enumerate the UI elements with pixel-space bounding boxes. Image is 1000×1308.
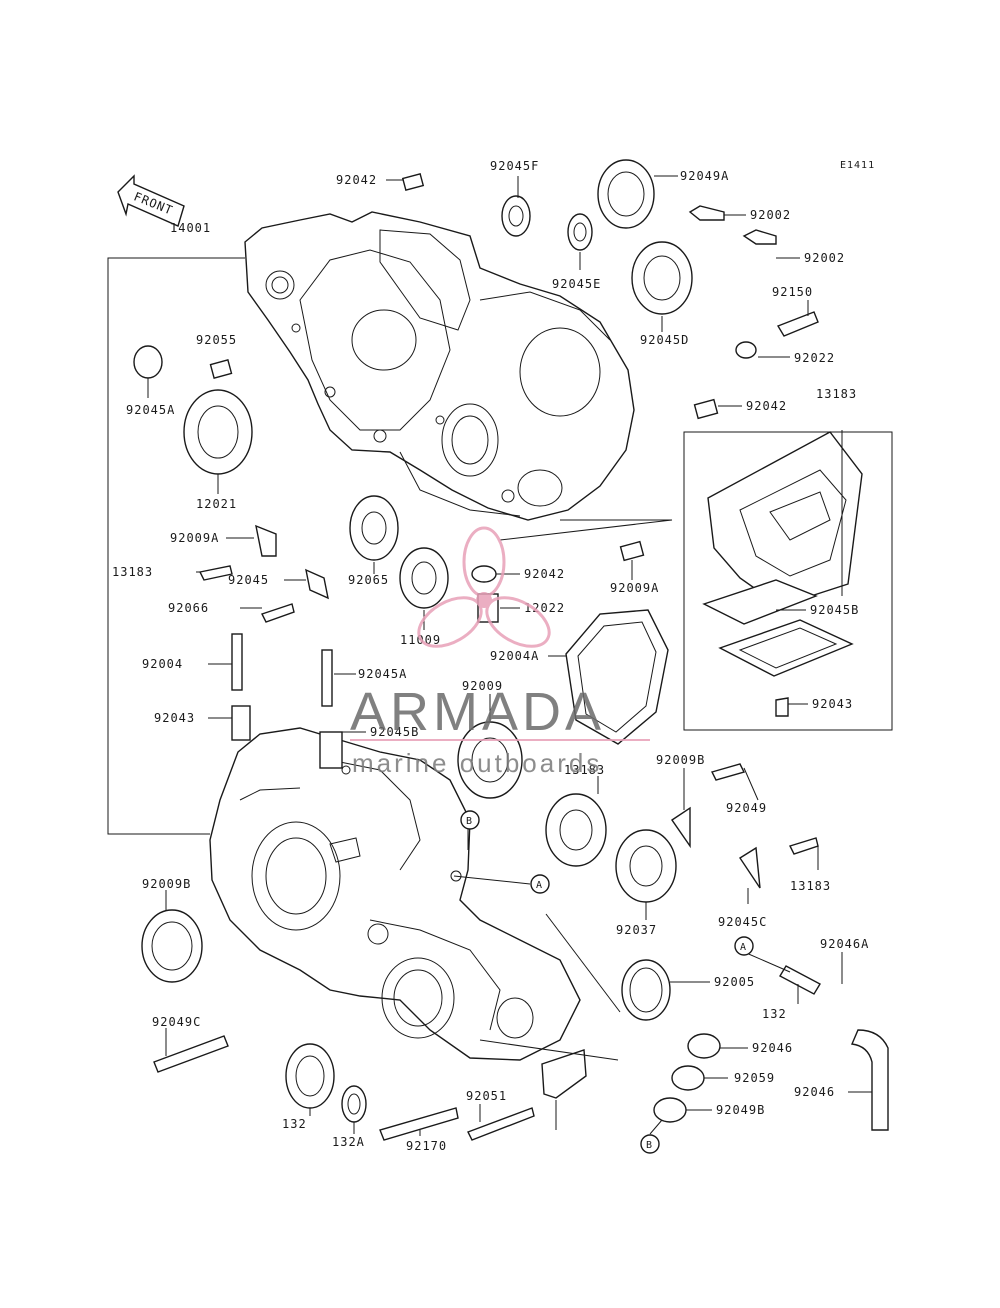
part-label: 92002 [804,251,845,265]
part-label: 92022 [794,351,835,365]
svg-text:B: B [466,816,473,827]
part-labels: 92042 92045F 92049A 92002 92002 92150 14… [112,159,869,1153]
bracket-14001 [107,257,210,835]
svg-text:B: B [646,1140,653,1151]
part-label: 92049B [716,1103,765,1117]
part-label: 12021 [196,497,237,511]
part-label: 92043 [154,711,195,725]
callout-b-lower [640,1134,660,1154]
part-label: 92170 [406,1139,447,1153]
watermark: ARMADA marine outboards [350,526,650,778]
part-label: 92150 [772,285,813,299]
part-label: 92046A [820,937,869,951]
lower-crankcase-half [209,727,581,1061]
part-label: 132 [762,1007,787,1021]
bearings-and-seals [133,159,757,1123]
part-label: 92045F [490,159,539,173]
watermark-tagline: marine outboards [352,748,602,778]
part-label: 132 [282,1117,307,1131]
callout-b-upper [460,810,480,830]
part-label: 92004A [490,649,539,663]
watermark-brand: ARMADA [350,682,605,742]
part-label: 92046 [752,1041,793,1055]
part-label: 92049C [152,1015,201,1029]
part-label: 92009B [142,877,191,891]
part-label: 13183 [564,763,605,777]
part-label: 92009A [610,581,659,595]
fasteners [153,173,889,1141]
part-label: 92004 [142,657,183,671]
front-direction-arrow: FRONT [117,174,185,227]
part-label: 92009B [656,753,705,767]
gasket-11009 [565,609,669,745]
reed-valve-box [683,431,893,731]
part-label: 92042 [524,567,565,581]
propeller-logo [417,526,551,648]
svg-text:A: A [740,942,747,953]
part-label: 92046 [794,1085,835,1099]
part-label: 92045A [358,667,407,681]
svg-text:A: A [536,880,543,891]
part-label: 92066 [168,601,209,615]
part-label: 92042 [746,399,787,413]
part-label: 92009 [462,679,503,693]
part-label: 92059 [734,1071,775,1085]
part-label: 92009A [170,531,219,545]
part-label: 92042 [336,173,377,187]
part-label: 92045E [552,277,601,291]
upper-crankcase-half [244,211,673,541]
part-label: 92045C [718,915,767,929]
part-label: 92005 [714,975,755,989]
part-label: 92049 [726,801,767,815]
callout-a-right [734,936,754,956]
part-label: 12022 [524,601,565,615]
part-label: 92045D [640,333,689,347]
part-label: 92045B [810,603,859,617]
part-label: 92049A [680,169,729,183]
part-label: 92045A [126,403,175,417]
reed-valve-assembly [702,431,863,677]
leader-lines [147,175,872,1136]
part-label: 92065 [348,573,389,587]
diagram-ref-code: E1411 [840,160,875,171]
part-label: 132A [332,1135,365,1149]
part-label: 13183 [112,565,153,579]
part-label: 92051 [466,1089,507,1103]
part-label: 92055 [196,333,237,347]
part-label: 14001 [170,221,211,235]
callout-a-left [530,874,550,894]
part-label: 92043 [812,697,853,711]
part-label: 13183 [790,879,831,893]
part-label: 92002 [750,208,791,222]
part-label: 92045B [370,725,419,739]
part-label: 92045 [228,573,269,587]
callout-markers: B A A B [460,810,754,1154]
part-label: 13183 [816,387,857,401]
part-label: 92037 [616,923,657,937]
